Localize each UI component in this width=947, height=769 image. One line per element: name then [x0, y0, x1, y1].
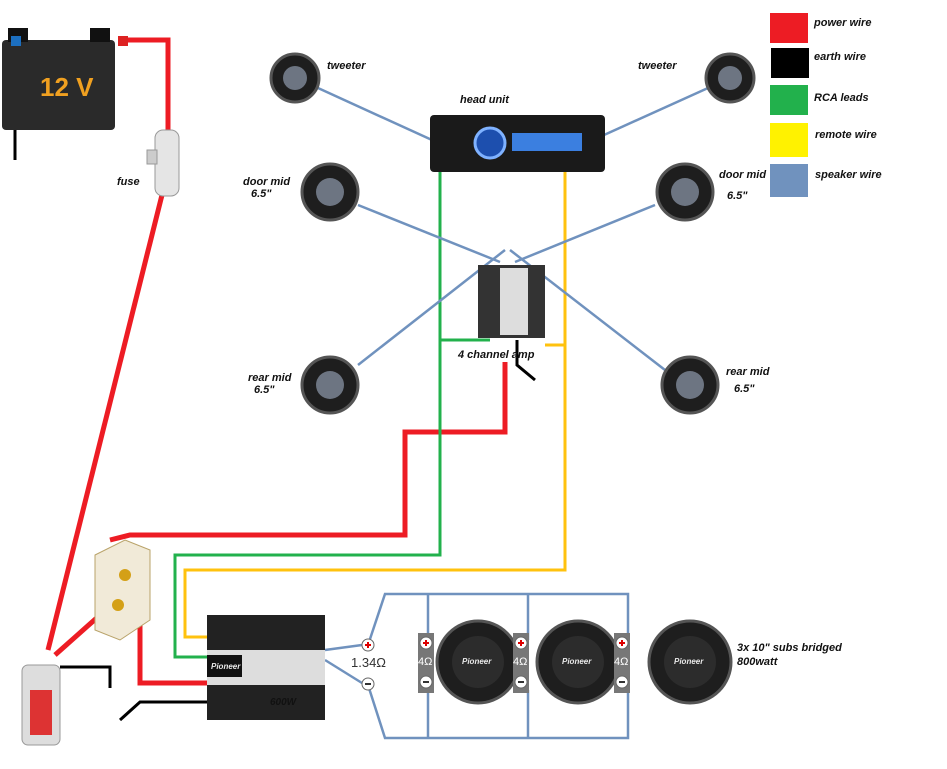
- distribution-block-icon: [94, 539, 151, 641]
- legend-label-speaker: speaker wire: [815, 169, 882, 181]
- door-mid-right-size: 6.5": [727, 190, 748, 202]
- door-mid-right-label: door mid: [719, 169, 767, 181]
- door-mid-left-label: door mid: [243, 176, 291, 188]
- mono-amp-label: 600W: [270, 697, 297, 708]
- legend-swatch-earth: [771, 48, 809, 78]
- legend-label-earth: earth wire: [814, 51, 866, 63]
- head-unit-label: head unit: [460, 94, 509, 106]
- legend-swatch-speaker: [770, 164, 808, 197]
- fuse-icon: [146, 129, 180, 197]
- speaker-cones: [283, 66, 742, 688]
- battery-icon: [2, 28, 128, 130]
- speaker-wires: [317, 86, 709, 740]
- remote-wire: [183, 170, 567, 639]
- sub-3-brand-logo: Pioneer: [674, 657, 704, 666]
- rear-mid-left-label: rear mid: [248, 372, 292, 384]
- mono-amp-brand-logo: Pioneer: [211, 662, 241, 671]
- legend-swatch-power: [770, 13, 808, 43]
- legend-swatch-rca: [770, 85, 808, 115]
- battery-label: 12 V: [40, 72, 94, 102]
- total-impedance-label: 1.34Ω: [351, 655, 387, 670]
- subs-description-line1: 3x 10" subs bridged: [737, 642, 842, 654]
- tweeter-left-label: tweeter: [327, 60, 366, 72]
- tweeter-right-label: tweeter: [638, 60, 677, 72]
- sub-1-impedance: 4Ω: [418, 656, 433, 668]
- legend-label-rca: RCA leads: [814, 92, 869, 104]
- legend-swatch-remote: [770, 123, 808, 157]
- four-channel-amp-icon: [478, 265, 545, 338]
- rca-leads: [173, 170, 490, 659]
- capacitor-icon: [21, 664, 61, 746]
- sub-2-brand-logo: Pioneer: [562, 657, 592, 666]
- sub-2-impedance: 4Ω: [513, 656, 528, 668]
- legend-label-power: power wire: [814, 17, 872, 29]
- sub-3-impedance: 4Ω: [614, 656, 629, 668]
- subs-description-line2: 800watt: [737, 656, 778, 668]
- fuse-label: fuse: [117, 176, 140, 188]
- four-channel-amp-label: 4 channel amp: [458, 349, 535, 361]
- legend-label-remote: remote wire: [815, 129, 877, 141]
- mono-amp-icon: [207, 615, 325, 720]
- rear-mid-left-size: 6.5": [254, 384, 275, 396]
- door-mid-left-size: 6.5": [251, 188, 272, 200]
- sub-terminals: [361, 633, 630, 693]
- head-unit-icon: [430, 115, 605, 172]
- rear-mid-right-size: 6.5": [734, 383, 755, 395]
- rear-mid-right-label: rear mid: [726, 366, 770, 378]
- power-wires: [45, 37, 508, 686]
- sub-1-brand-logo: Pioneer: [462, 657, 492, 666]
